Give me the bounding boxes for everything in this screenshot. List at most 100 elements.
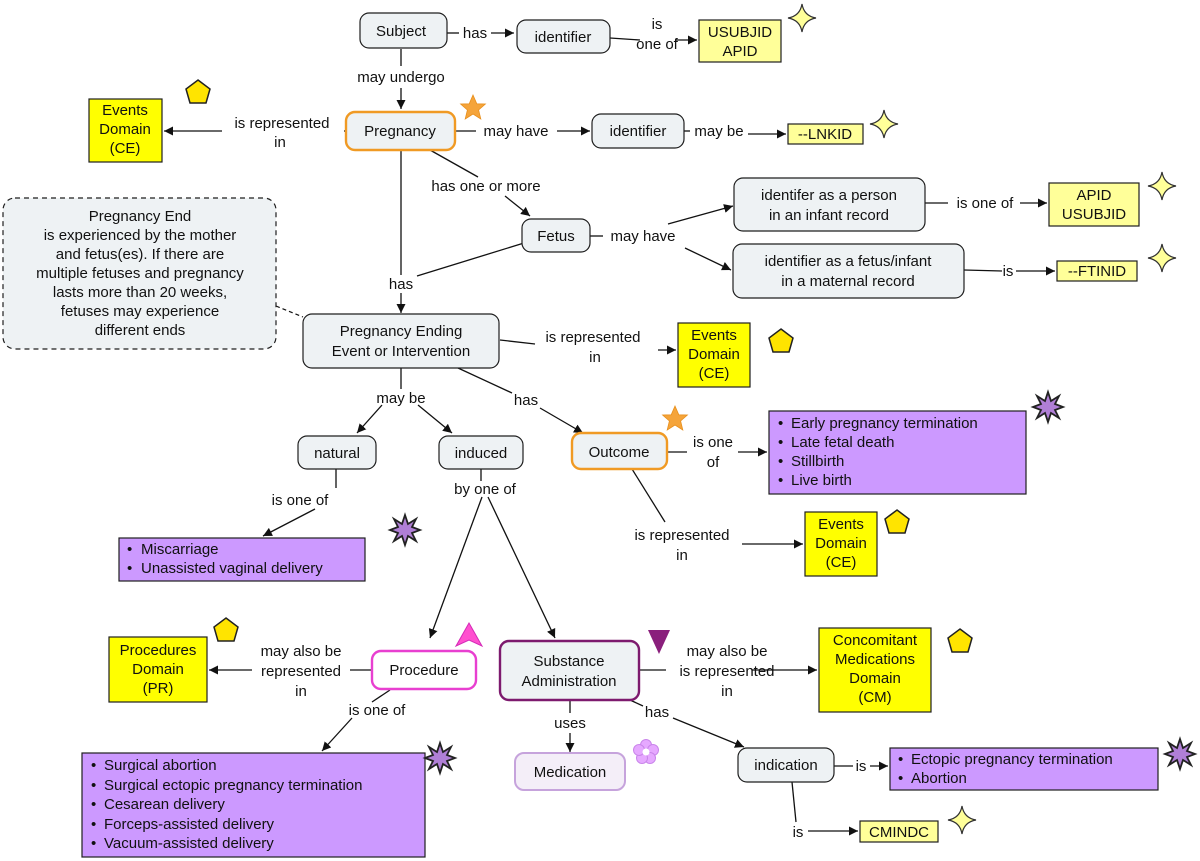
link-may-be-1: may be bbox=[694, 123, 743, 140]
svg-text:•: • bbox=[778, 415, 783, 432]
link-is-represented-3a: is represented bbox=[634, 527, 729, 544]
svg-text:Event or Intervention: Event or Intervention bbox=[332, 343, 470, 360]
link-uses: uses bbox=[554, 715, 586, 732]
svg-text:•: • bbox=[127, 560, 132, 577]
svg-text:Live birth: Live birth bbox=[791, 472, 852, 489]
svg-text:Administration: Administration bbox=[521, 673, 616, 690]
svg-text:natural: natural bbox=[314, 445, 360, 462]
link-is-2: is bbox=[856, 758, 867, 775]
svg-text:multiple fetuses and pregnancy: multiple fetuses and pregnancy bbox=[36, 265, 244, 282]
svg-text:•: • bbox=[898, 770, 903, 787]
svg-text:lasts more than 20 weeks,: lasts more than 20 weeks, bbox=[53, 284, 227, 301]
svg-text:(CE): (CE) bbox=[110, 140, 141, 157]
node-id-fetus[interactable]: identifier as a fetus/infant in a matern… bbox=[732, 243, 965, 299]
svg-text:Substance: Substance bbox=[534, 653, 605, 670]
link-has-2: has bbox=[389, 276, 413, 293]
svg-text:•: • bbox=[778, 453, 783, 470]
link-is-one-of-1a: is bbox=[652, 16, 663, 33]
svg-text:identifier as a fetus/infant: identifier as a fetus/infant bbox=[765, 253, 933, 270]
svg-text:USUBJID: USUBJID bbox=[1062, 206, 1126, 223]
four-point-star-icon bbox=[947, 805, 977, 835]
list-indication-values: •Ectopic pregnancy termination •Abortion bbox=[889, 747, 1159, 791]
var-cmindc: CMINDC bbox=[859, 820, 939, 843]
pentagon-icon bbox=[213, 617, 239, 642]
var-usubjid-apid: USUBJID APID bbox=[698, 19, 782, 63]
edges bbox=[164, 28, 1055, 836]
node-fetus[interactable]: Fetus bbox=[521, 218, 591, 253]
node-medication[interactable]: Medication bbox=[514, 752, 626, 791]
svg-text:Abortion: Abortion bbox=[911, 770, 967, 787]
starburst-icon bbox=[1164, 738, 1196, 770]
link-may-also-2c: in bbox=[721, 683, 733, 700]
node-id-person[interactable]: identifer as a person in an infant recor… bbox=[733, 177, 926, 232]
pentagon-icon bbox=[884, 509, 910, 534]
link-is-represented-3b: in bbox=[676, 547, 688, 564]
svg-text:identifer as a person: identifer as a person bbox=[761, 187, 897, 204]
node-pregnancy[interactable]: Pregnancy bbox=[344, 110, 457, 152]
node-indication[interactable]: indication bbox=[737, 747, 835, 783]
svg-text:different ends: different ends bbox=[95, 322, 186, 339]
svg-text:•: • bbox=[898, 751, 903, 768]
svg-text:fetuses may experience: fetuses may experience bbox=[61, 303, 219, 320]
svg-text:Vacuum-assisted delivery: Vacuum-assisted delivery bbox=[104, 835, 274, 852]
svg-text:•: • bbox=[778, 472, 783, 489]
node-substance-administration[interactable]: Substance Administration bbox=[498, 639, 641, 702]
svg-text:Domain: Domain bbox=[99, 121, 151, 138]
svg-text:and fetus(es). If there are: and fetus(es). If there are bbox=[56, 246, 224, 263]
svg-text:•: • bbox=[127, 541, 132, 558]
node-subject[interactable]: Subject bbox=[359, 12, 448, 49]
list-procedure-values: •Surgical abortion •Surgical ectopic pre… bbox=[81, 752, 426, 858]
four-point-star-icon bbox=[1147, 171, 1177, 201]
list-natural-values: •Miscarriage •Unassisted vaginal deliver… bbox=[118, 537, 366, 582]
svg-text:Forceps-assisted delivery: Forceps-assisted delivery bbox=[104, 816, 275, 833]
var-ftinid: --FTINID bbox=[1056, 260, 1138, 282]
svg-text:Medications: Medications bbox=[835, 651, 915, 668]
svg-text:(CE): (CE) bbox=[826, 554, 857, 571]
link-is-one-of-5: is one of bbox=[349, 702, 407, 719]
svg-text:(CM): (CM) bbox=[858, 689, 891, 706]
svg-text:•: • bbox=[778, 434, 783, 451]
link-may-also-1b: represented bbox=[261, 663, 341, 680]
node-identifier-top[interactable]: identifier bbox=[516, 19, 611, 54]
svg-text:Surgical abortion: Surgical abortion bbox=[104, 757, 217, 774]
svg-text:Procedures: Procedures bbox=[120, 642, 197, 659]
link-may-also-1c: in bbox=[295, 683, 307, 700]
node-natural[interactable]: natural bbox=[297, 435, 377, 470]
svg-text:•: • bbox=[91, 796, 96, 813]
svg-text:Domain: Domain bbox=[132, 661, 184, 678]
link-has-one-or-more: has one or more bbox=[431, 178, 540, 195]
list-outcome-values: • Early pregnancy termination • Late fetal… bbox=[768, 410, 1027, 495]
svg-text:Domain: Domain bbox=[688, 346, 740, 363]
starburst-icon bbox=[389, 514, 421, 546]
four-point-star-icon bbox=[787, 3, 817, 33]
note-pregnancy-end: Pregnancy End is experienced by the moth… bbox=[2, 197, 277, 350]
svg-text:•: • bbox=[91, 816, 96, 833]
link-has-4: has bbox=[645, 704, 669, 721]
pentagon-icon bbox=[768, 328, 794, 353]
svg-text:CMINDC: CMINDC bbox=[869, 824, 929, 841]
svg-text:identifier: identifier bbox=[535, 29, 592, 46]
link-is-one-of-3a: is one bbox=[693, 434, 733, 451]
star-icon bbox=[662, 405, 688, 431]
node-outcome[interactable]: Outcome bbox=[570, 431, 669, 471]
link-may-also-2b: is represented bbox=[679, 663, 774, 680]
star-icon bbox=[460, 94, 486, 120]
link-is-one-of-3b: of bbox=[707, 454, 720, 471]
domain-procedures: Procedures Domain (PR) bbox=[108, 636, 208, 703]
starburst-icon bbox=[1032, 391, 1064, 423]
svg-text:Outcome: Outcome bbox=[589, 444, 650, 461]
svg-text:induced: induced bbox=[455, 445, 508, 462]
node-identifier-pregnancy[interactable]: identifier bbox=[591, 113, 685, 149]
svg-text:--FTINID: --FTINID bbox=[1068, 263, 1126, 280]
node-induced[interactable]: induced bbox=[438, 435, 524, 470]
domain-events-1: Events Domain (CE) bbox=[88, 98, 163, 163]
node-ending-event[interactable]: Pregnancy Ending Event or Intervention bbox=[302, 313, 500, 369]
svg-text:Early pregnancy termination: Early pregnancy termination bbox=[791, 415, 978, 432]
link-is-one-of-1b: one of bbox=[636, 36, 679, 53]
svg-text:Miscarriage: Miscarriage bbox=[141, 541, 219, 558]
svg-text:Late fetal death: Late fetal death bbox=[791, 434, 894, 451]
svg-text:Stillbirth: Stillbirth bbox=[791, 453, 844, 470]
starburst-icon bbox=[424, 742, 456, 774]
svg-text:identifier: identifier bbox=[610, 123, 667, 140]
node-procedure[interactable]: Procedure bbox=[370, 649, 478, 691]
